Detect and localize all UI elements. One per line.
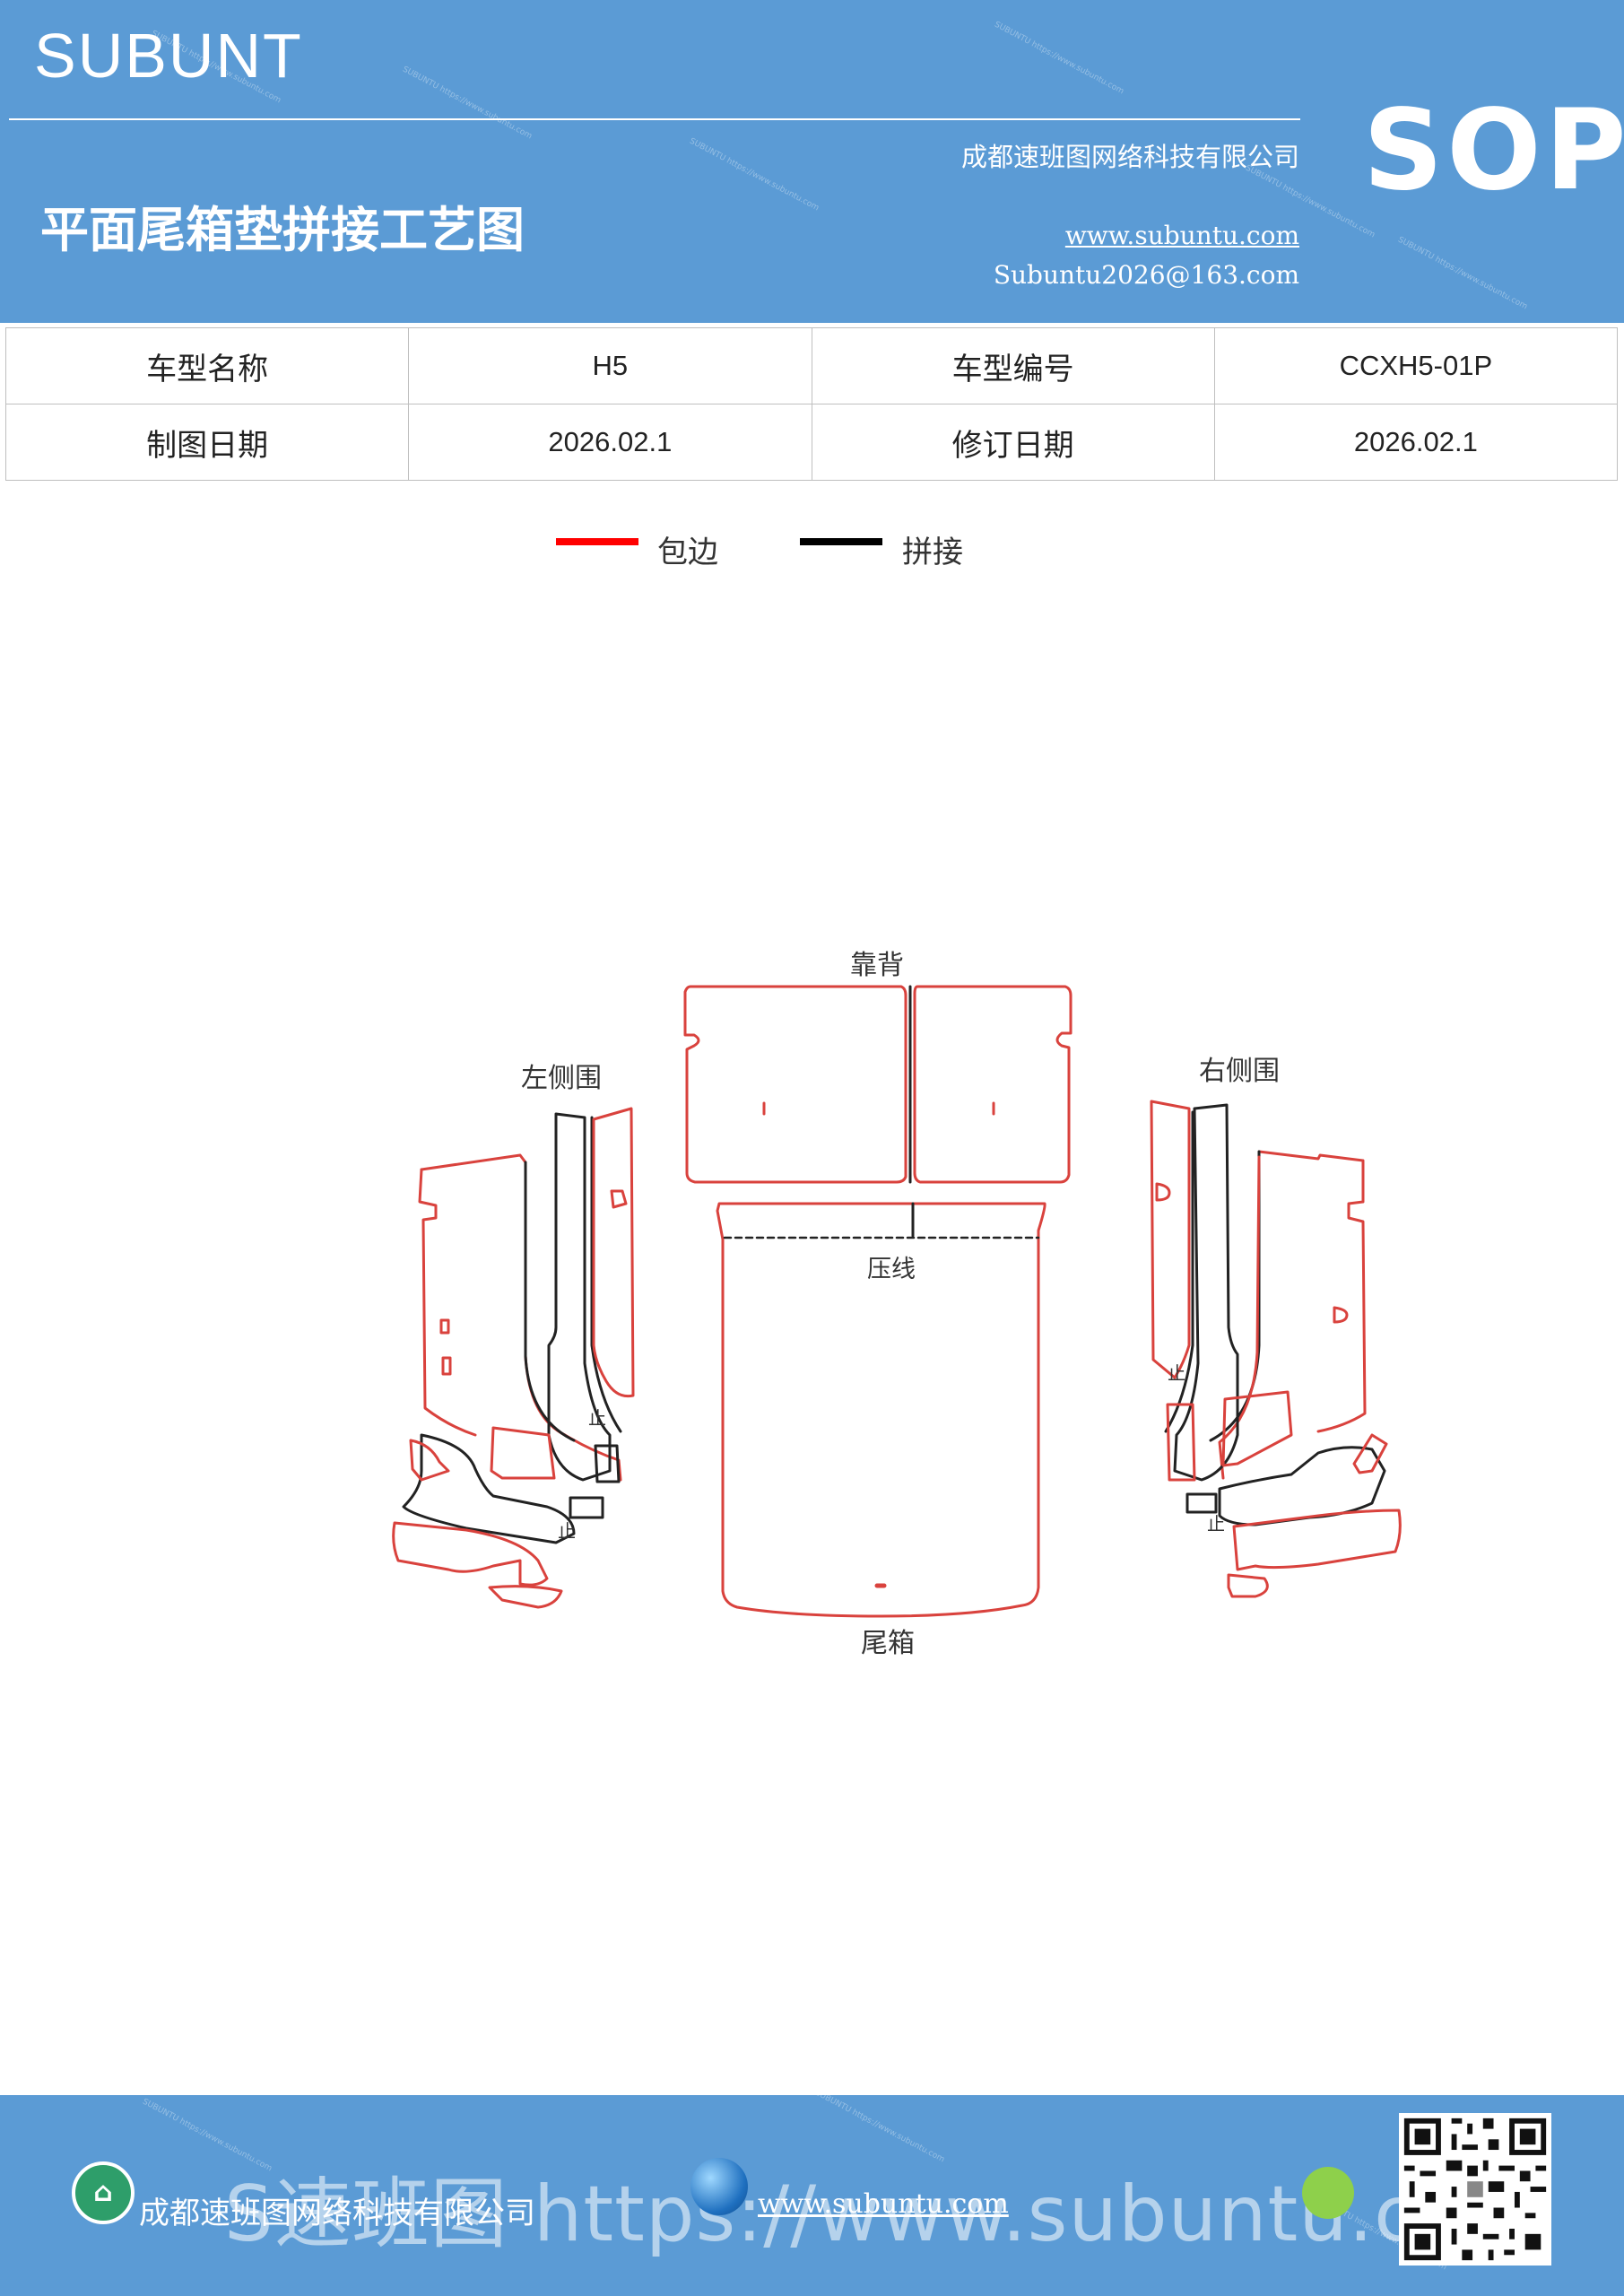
right-lower-panel-b	[1232, 1509, 1402, 1571]
right-lower-inset	[1221, 1390, 1293, 1467]
left-lower-panel-c	[488, 1585, 563, 1609]
left-side-main-panel	[420, 1153, 622, 1482]
edge-binding-label: 包边	[657, 535, 718, 570]
draw-date-value: 2026.02.1	[408, 404, 812, 481]
right-lower-panel-d	[1352, 1433, 1388, 1474]
table-row: 制图日期 2026.02.1 修订日期 2026.02.1	[4, 404, 1619, 481]
vehicle-info-table: 车型名称 H5 车型编号 CCXH5-01P 制图日期 2026.02.1 修订…	[4, 327, 1619, 481]
backrest-label: 靠背	[850, 950, 904, 981]
header-banner: SUBUNTU https://www.subuntu.com SUBUNTU …	[0, 0, 1624, 323]
right-pillar-strip	[1150, 1100, 1191, 1379]
seam-swatch	[800, 538, 882, 545]
trunk-floor-panel	[716, 1202, 1046, 1618]
watermark: SUBUNTU https://www.subuntu.com	[993, 20, 1125, 97]
backrest-left-panel	[683, 985, 908, 1184]
watermark: SUBUNTU https://www.subuntu.com	[1396, 235, 1529, 312]
draw-date-label: 制图日期	[4, 404, 410, 481]
left-stop-mark-1: 止	[588, 1407, 606, 1429]
left-lower-inset	[490, 1426, 556, 1480]
contact-email[interactable]: Subuntu2026@163.com	[993, 260, 1299, 290]
left-hole-1	[439, 1318, 450, 1335]
left-hole-2	[441, 1356, 452, 1376]
left-lower-panel-b	[392, 1521, 549, 1587]
right-stop-mark-2: 止	[1207, 1513, 1225, 1535]
brand-logo-text: SUBUNT	[34, 21, 303, 91]
right-side-main-panel	[1257, 1150, 1367, 1433]
press-line-label: 压线	[867, 1256, 916, 1283]
sop-badge: SOP	[1363, 86, 1624, 215]
left-stop-mark-2: 止	[558, 1520, 576, 1542]
right-small-block-1	[1166, 1403, 1196, 1482]
legend: 包边 拼接	[0, 527, 1624, 572]
model-code-label: 车型编号	[811, 327, 1215, 404]
company-name: 成都速班图网络科技有限公司	[960, 142, 1299, 172]
right-side-edge-1	[1218, 1155, 1261, 1480]
backrest-right-panel	[913, 985, 1073, 1184]
building-icon: ⌂	[72, 2161, 135, 2224]
right-lower-panel-c	[1227, 1573, 1269, 1598]
left-pillar-inner	[590, 1116, 622, 1433]
left-side-label: 左侧围	[521, 1063, 602, 1094]
left-side-main-panel-outline	[418, 1168, 477, 1437]
right-side-seam-1	[1209, 1150, 1261, 1442]
model-name-label: 车型名称	[4, 327, 410, 404]
table-row: 车型名称 H5 车型编号 CCXH5-01P	[4, 327, 1619, 404]
leaf-icon	[1302, 2167, 1354, 2219]
footer-company-name: 成都速班图网络科技有限公司	[139, 2196, 535, 2231]
right-pillar-inner	[1164, 1110, 1194, 1433]
left-small-block-2	[569, 1496, 604, 1519]
watermark: SUBUNTU https://www.subuntu.com	[401, 65, 534, 142]
left-lower-panel-a	[402, 1433, 576, 1544]
left-lower-panel-d	[409, 1439, 450, 1482]
page-title: 平面尾箱垫拼接工艺图	[40, 202, 525, 258]
website-link[interactable]: www.subuntu.com	[1064, 221, 1299, 250]
footer-banner: SUBUNTU https://www.subuntu.com SUBUNTU …	[0, 2095, 1624, 2296]
left-pillar-outer	[547, 1112, 612, 1482]
header-divider	[9, 118, 1300, 120]
right-hole-1	[1155, 1182, 1171, 1202]
revision-date-label: 修订日期	[811, 404, 1215, 481]
left-pillar-strip	[592, 1107, 635, 1398]
right-pillar-outer	[1173, 1103, 1239, 1482]
qr-code-icon	[1399, 2113, 1551, 2266]
right-side-label: 右侧围	[1199, 1056, 1280, 1087]
left-hole-3	[610, 1189, 628, 1209]
model-name-value: H5	[408, 327, 812, 404]
right-stop-mark-1: 止	[1168, 1362, 1185, 1384]
left-side-seam-1	[524, 1161, 576, 1442]
globe-icon	[690, 2158, 748, 2215]
seam-label: 拼接	[902, 535, 963, 570]
right-lower-panel-a	[1218, 1446, 1386, 1526]
model-code-value: CCXH5-01P	[1213, 327, 1619, 404]
left-small-block-1	[594, 1444, 621, 1483]
footer-website-link[interactable]: www.subuntu.com	[758, 2188, 1009, 2220]
edge-binding-swatch	[556, 538, 638, 545]
revision-date-value: 2026.02.1	[1213, 404, 1619, 481]
watermark: SUBUNTU https://www.subuntu.com	[688, 136, 821, 213]
trunk-label: 尾箱	[861, 1628, 915, 1659]
right-hole-2	[1333, 1306, 1349, 1324]
right-small-block-2	[1185, 1492, 1218, 1514]
